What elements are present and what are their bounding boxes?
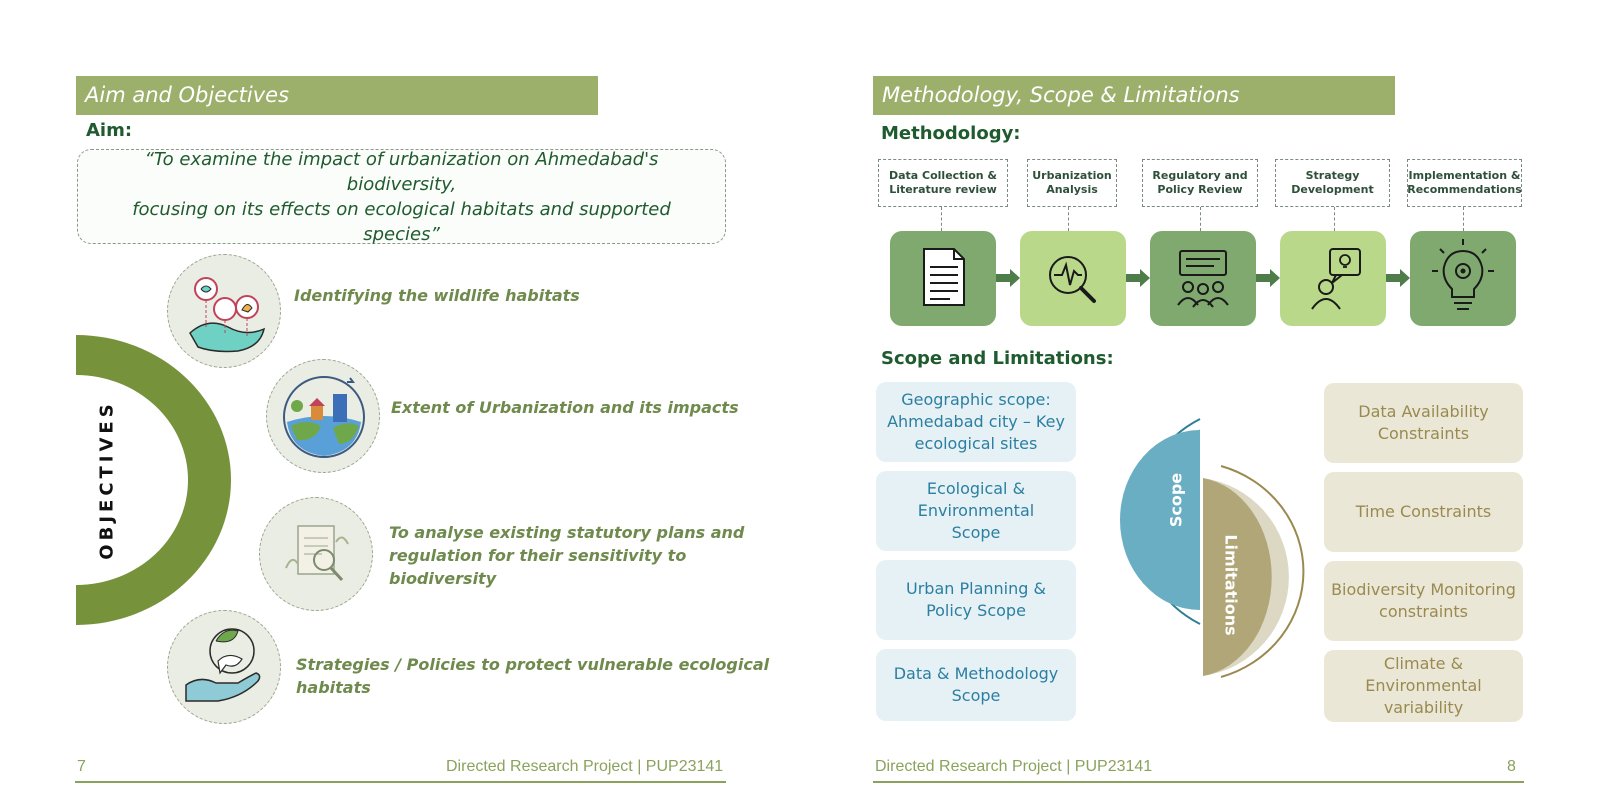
aim-heading: Aim: [86,120,133,141]
scope-label: Scope [1166,472,1186,528]
objectives-arc [76,335,231,625]
aim-statement-box: “To examine the impact of urbanization o… [77,148,726,245]
hand-leaf-icon [185,628,261,702]
step-3-connector [1200,207,1201,231]
idea-person-icon [1311,248,1361,310]
objective-1-text: Identifying the wildlife habitats [294,286,580,305]
step-2-connector [1068,207,1069,231]
right-footer-text: Directed Research Project | PUP23141 [875,758,1153,775]
plan-document-icon [285,525,349,582]
right-page-number: 8 [1507,758,1516,775]
objectives-label: OBJECTIVES [96,400,118,560]
limitation-item-2: Time Constraints [1324,472,1523,552]
step-5-box [1410,231,1516,326]
gear-bulb-icon [1432,239,1494,310]
arrow-right-icon [1256,269,1280,287]
step-2-box [1020,231,1126,326]
objective-2-circle [266,359,380,473]
aim-objectives-banner: Aim and Objectives [76,76,598,115]
objective-4-circle [167,610,281,724]
objective-4-text: Strategies / Policies to protect vulnera… [296,655,770,697]
left-page-number: 7 [77,758,86,775]
methodology-heading: Methodology: [881,123,1021,144]
step-3-box [1150,231,1256,326]
methodology-banner: Methodology, Scope & Limitations [873,76,1395,115]
arrow-right-icon [1386,269,1410,287]
step-1-box [890,231,996,326]
scope-limitations-heading: Scope and Limitations: [881,348,1114,369]
scope-item-3: Urban Planning &Policy Scope [876,560,1076,640]
step-4-connector [1334,207,1335,231]
step-4-box [1280,231,1386,326]
objective-3-text: To analyse existing statutory plans and … [389,523,745,588]
left-footer-line [75,781,726,783]
objective-3-circle [259,497,373,611]
aim-statement-line1: “To examine the impact of urbanization o… [144,148,659,195]
aim-statement-line2: focusing on its effects on ecological ha… [132,198,671,245]
document-icon [923,248,965,306]
arrow-right-icon [1126,269,1150,287]
meeting-board-icon [1177,250,1229,308]
arrow-right-icon [996,269,1020,287]
scope-limitations-diagram [1120,418,1305,678]
step-1-connector [941,207,942,231]
magnifier-pulse-icon [1049,256,1096,303]
urbanization-globe-icon [283,376,365,458]
objective-2-text: Extent of Urbanization and its impacts [391,398,739,417]
step-1-label: Data Collection &Literature review [878,159,1008,207]
left-footer-text: Directed Research Project | PUP23141 [446,758,724,775]
step-5-label: Implementation &Recommendations [1407,159,1522,207]
objective-1-circle [167,254,281,368]
wildlife-map-icon [189,277,266,353]
right-footer-line [873,781,1524,783]
limitations-label: Limitations [1221,534,1241,636]
step-5-connector [1463,207,1464,231]
